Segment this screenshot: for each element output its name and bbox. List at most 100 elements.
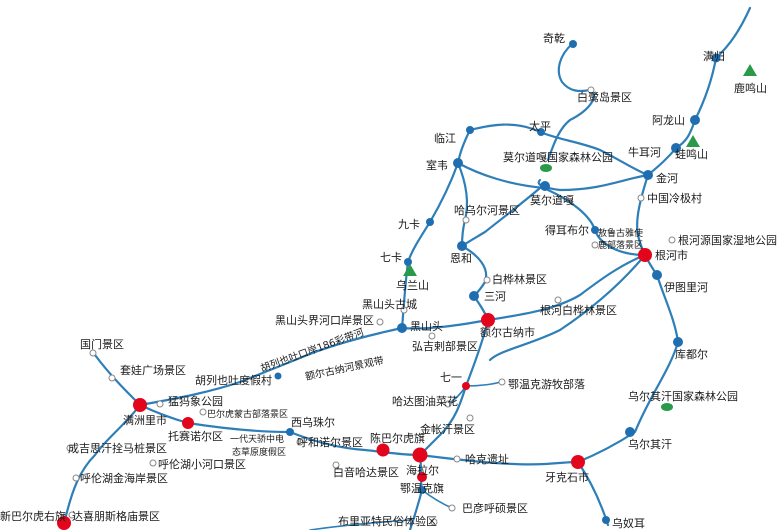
scenic-icon-genhe-wetland[interactable] bbox=[668, 236, 676, 244]
route-genhe-hailaer bbox=[488, 253, 647, 362]
scenic-icon-heishantou-kouan[interactable] bbox=[376, 318, 384, 326]
label-guomen: 国门景区 bbox=[80, 337, 124, 351]
scenic-icon-hadatu[interactable] bbox=[444, 400, 452, 408]
scenic-icon-huhenuoer[interactable] bbox=[296, 438, 304, 446]
route-heishantou-eerguna bbox=[400, 318, 490, 330]
town-marker-yitulihe[interactable] bbox=[652, 270, 662, 280]
label-taowa: 套娃广场景区 bbox=[120, 363, 186, 377]
scenic-icon-baerhu[interactable] bbox=[199, 408, 207, 416]
town-marker-linjiang[interactable] bbox=[466, 126, 474, 134]
scenic-icon-baiyin[interactable] bbox=[332, 461, 340, 469]
scenic-icon-hawuerhe[interactable] bbox=[462, 216, 470, 224]
mountain-icon-wulanshan[interactable] bbox=[403, 264, 417, 276]
city-marker-qiyi[interactable] bbox=[462, 382, 470, 390]
scenic-icon-hulunhu-xiaohekou[interactable] bbox=[149, 459, 157, 467]
town-marker-enhe[interactable] bbox=[457, 241, 467, 251]
scenic-icon-hakeyizhi[interactable] bbox=[453, 455, 461, 463]
route-linjiang-taiping bbox=[468, 123, 650, 177]
city-marker-manzhouli[interactable] bbox=[133, 398, 147, 412]
city-marker-genhe[interactable] bbox=[638, 248, 652, 262]
town-marker-wuerqihan[interactable] bbox=[625, 427, 635, 437]
town-marker-ewenkeqi[interactable] bbox=[418, 486, 426, 494]
label-wuerqihan-forest: 乌尔其汗国家森林公园 bbox=[628, 389, 738, 403]
label-linjiang: 临江 bbox=[434, 131, 456, 145]
town-marker-niuerhe[interactable] bbox=[671, 143, 681, 153]
scenic-icon-mengma[interactable] bbox=[156, 400, 164, 408]
mountain-icon-luming[interactable] bbox=[743, 64, 757, 76]
town-marker-moerdaoga[interactable] bbox=[540, 181, 550, 191]
town-marker-mangui[interactable] bbox=[711, 53, 721, 63]
city-marker-ewenke[interactable] bbox=[417, 472, 427, 482]
scenic-icon-chengjisi[interactable] bbox=[66, 444, 74, 452]
town-marker-jiuka[interactable] bbox=[426, 218, 434, 226]
route-linjiang-shiwei bbox=[456, 128, 472, 165]
town-marker-taiping[interactable] bbox=[537, 128, 545, 136]
route-qika-heishantou bbox=[400, 260, 410, 330]
scenic-icon-guomen[interactable] bbox=[89, 349, 97, 357]
city-marker-eerguna[interactable] bbox=[481, 313, 495, 327]
scenic-icon-bayanhushuo[interactable] bbox=[448, 504, 456, 512]
town-marker-hulie[interactable] bbox=[274, 372, 282, 380]
label-heishantou-gucheng: 黑山头古城 bbox=[362, 298, 417, 311]
town-marker-wunuer[interactable] bbox=[602, 516, 610, 524]
label-shiwei: 室韦 bbox=[426, 158, 448, 172]
label-hakeyizhi: 哈克遗址 bbox=[465, 452, 509, 466]
label-heishantou-kouan: 黑山头界河口岸景区 bbox=[275, 314, 374, 327]
town-marker-heishantou[interactable] bbox=[397, 323, 407, 333]
label-daxi: 达喜朋斯格庙景区 bbox=[72, 509, 160, 523]
label-mangui: 满归 bbox=[703, 49, 725, 63]
scenic-icon-lengjicun[interactable] bbox=[637, 194, 645, 202]
label-hongjila: 弘吉剌部景区 bbox=[412, 339, 478, 353]
label-kuduer: 库都尔 bbox=[675, 348, 708, 361]
scenic-icon-genhe-baihualin[interactable] bbox=[554, 296, 562, 304]
scenic-icon-heishantou-gucheng[interactable] bbox=[400, 306, 408, 314]
label-buliyate: 布里亚特民俗体验区 bbox=[338, 514, 437, 528]
town-marker-qika[interactable] bbox=[404, 258, 412, 266]
scenic-icon-taowa[interactable] bbox=[108, 374, 116, 382]
label-qiqian: 奇乾 bbox=[543, 32, 565, 45]
town-marker-qiqian[interactable] bbox=[569, 40, 577, 48]
scenic-icon-aoluguya[interactable] bbox=[591, 241, 599, 249]
place-labels: 奇乾 白鹭岛景区 满归 鹿鸣山 阿龙山 蛙鸣山 牛耳河 金河 临江 太平 莫尔道… bbox=[0, 32, 777, 530]
city-marker-xinbaerhu[interactable] bbox=[57, 516, 71, 530]
label-huhenuoer: 呼和诺尔景区 bbox=[297, 436, 363, 449]
label-genhe-baihualin: 根河白桦林景区 bbox=[540, 303, 617, 317]
town-marker-xiwuzhuer[interactable] bbox=[286, 428, 294, 436]
mountain-icon-wamingshan[interactable] bbox=[686, 135, 700, 147]
scenic-icon-bailudao[interactable] bbox=[587, 86, 595, 94]
label-xinbaerhu: 新巴尔虎右旗 bbox=[0, 509, 66, 523]
scenic-icon-daxi[interactable] bbox=[68, 511, 76, 519]
town-marker-jinhe[interactable] bbox=[643, 170, 653, 180]
town-marker-sanhe[interactable] bbox=[469, 291, 479, 301]
town-marker-deerbuer[interactable] bbox=[591, 226, 599, 234]
label-yidai-1: 一代天骄中电 bbox=[230, 433, 284, 445]
scenic-icon-jinzhangan[interactable] bbox=[466, 414, 474, 422]
city-marker-tuoguonuoer[interactable] bbox=[182, 417, 194, 429]
town-marker-kuduer[interactable] bbox=[673, 337, 683, 347]
label-qiyi: 七一 bbox=[440, 371, 462, 384]
label-genheshi: 根河市 bbox=[655, 248, 688, 262]
scenic-icon-baihualin[interactable] bbox=[483, 276, 491, 284]
scenic-icon-buliyate[interactable] bbox=[430, 518, 438, 526]
route-qiyi-ewenke bbox=[465, 381, 501, 387]
town-marker-shiwei[interactable] bbox=[453, 158, 463, 168]
city-marker-yakeshi[interactable] bbox=[571, 455, 585, 469]
forest-icon-wuerqihan[interactable] bbox=[661, 403, 673, 411]
label-yidai-2: 态草原度假区 bbox=[232, 446, 286, 458]
forest-icon-moerdaoga[interactable] bbox=[540, 164, 552, 172]
city-marker-hailaer[interactable] bbox=[412, 447, 428, 463]
label-hulie-jiachang: 胡列也吐度假村 bbox=[195, 373, 272, 387]
town-marker-alongshan[interactable] bbox=[690, 115, 700, 125]
label-moerdaoga: 莫尔道嘎 bbox=[530, 193, 574, 207]
scenic-icon-hongjila[interactable] bbox=[428, 332, 436, 340]
scenic-icon-ewenke-buluo[interactable] bbox=[498, 378, 506, 386]
scenic-icon-hulunhu-jinhaian[interactable] bbox=[72, 474, 80, 482]
label-moerdaoga-forest: 莫尔道嘎国家森林公园 bbox=[503, 150, 613, 164]
route-shiwei-qika bbox=[406, 161, 460, 264]
label-lengjicun: 中国冷极村 bbox=[647, 191, 702, 205]
label-xiwuzhuer: 西乌珠尔 bbox=[291, 415, 335, 429]
label-hadatu: 哈达图油菜花 bbox=[392, 394, 458, 408]
route-manzhouli-guomen bbox=[93, 353, 142, 407]
label-jinhe: 金河 bbox=[656, 171, 678, 185]
city-marker-chenbaerhu[interactable] bbox=[376, 443, 390, 457]
